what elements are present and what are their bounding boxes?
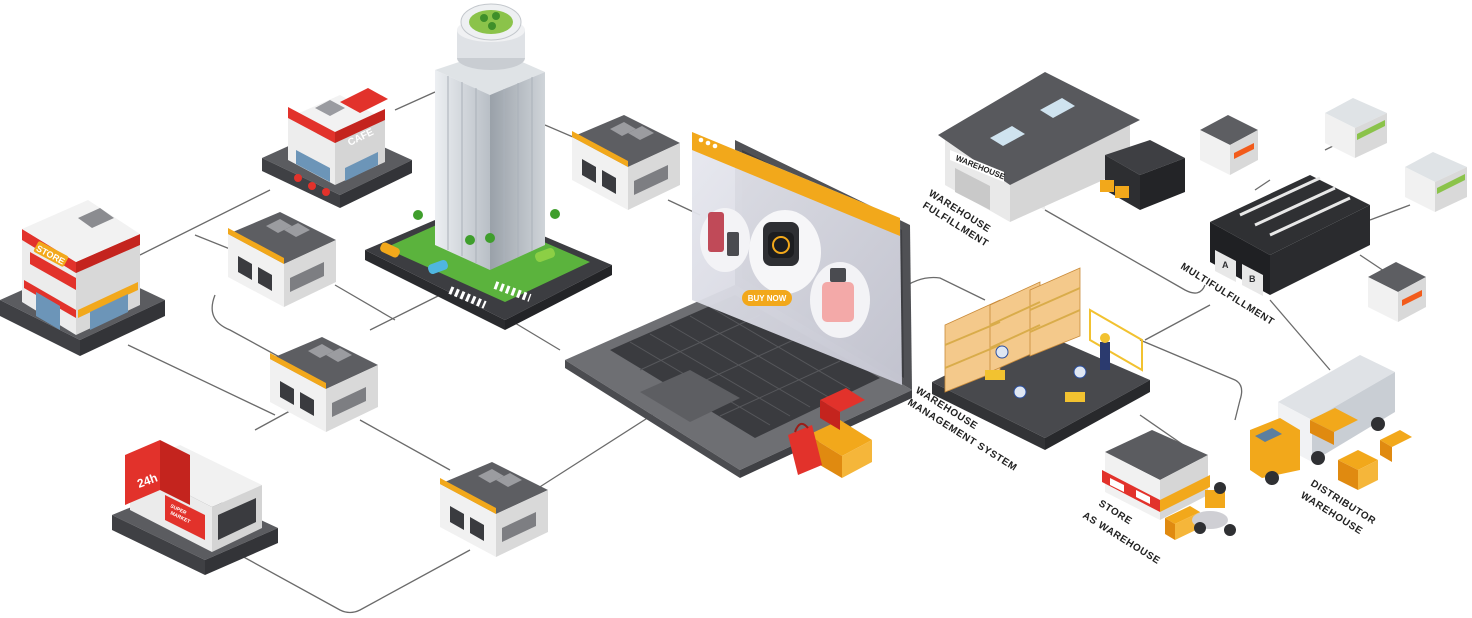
multifulfillment-hub: A B [1210, 175, 1370, 296]
buy-now-button-label: BUY NOW [748, 294, 787, 303]
mini-hub-3 [1405, 152, 1467, 212]
shop-building-3 [270, 337, 378, 432]
shop-building-4 [440, 462, 548, 557]
shop-building-2 [572, 115, 680, 210]
shop-building-1 [228, 212, 336, 307]
store-as-warehouse-building [1102, 430, 1236, 540]
shopping-bag-and-parcels [788, 48, 872, 478]
store-building: STORE [0, 200, 165, 356]
office-tower [365, 3, 612, 330]
mini-hub-1 [1200, 115, 1258, 175]
hours-sign-text: 24h [135, 471, 159, 491]
bay-b-label: B [1249, 274, 1256, 284]
mini-hub-4 [1368, 262, 1426, 322]
supermarket-24h-building: 24h SUPER MARKET [112, 440, 278, 575]
distributor-truck [1250, 355, 1412, 490]
warehouse-fulfillment-building: WAREHOUSE [938, 72, 1185, 222]
cafe-building: CAFE [262, 88, 412, 208]
bay-a-label: A [1222, 260, 1229, 270]
warehouse-management-floor [932, 267, 1150, 450]
laptop: BUY NOW [565, 132, 912, 478]
mini-hub-2 [1325, 98, 1387, 158]
